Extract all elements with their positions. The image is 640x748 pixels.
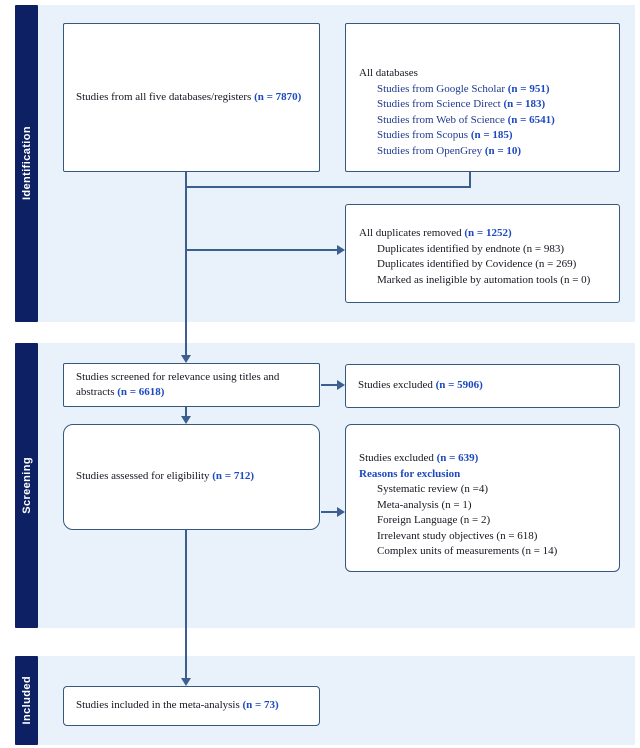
duplicates-title-label: All duplicates removed <box>359 227 465 239</box>
included-label: Studies included in the meta-analysis <box>76 699 243 712</box>
arrow-right-to-duplicates <box>337 245 345 255</box>
excluded-box: Studies excluded (n = 5906) <box>345 364 620 408</box>
all-databases-box: All databases Studies from Google Schola… <box>345 23 620 172</box>
databases-total-box: Studies from all five databases/register… <box>63 23 320 172</box>
flow-connector-main-3 <box>185 530 187 679</box>
reason-item: Meta-analysis (n = 1) <box>377 498 472 511</box>
all-databases-title: All databases <box>359 67 418 79</box>
reasons-title-n: (n = 639) <box>436 452 479 464</box>
excluded-text: Studies excluded (n = 5906) <box>358 378 611 394</box>
duplicates-item: Marked as ineligible by automation tools… <box>377 273 591 286</box>
screened-box: Studies screened for relevance using tit… <box>63 363 320 407</box>
stage-bar-included: Included <box>15 656 38 745</box>
stage-label-screening: Screening <box>20 457 33 514</box>
database-item-n: (n = 6541) <box>507 113 555 126</box>
flow-connector-to-excluded <box>321 384 337 386</box>
screened-label: Studies screened for relevance using tit… <box>76 370 280 399</box>
databases-total-label: Studies from all five databases/register… <box>76 90 255 103</box>
database-item: Studies from Scopus (n = 185) <box>359 128 611 144</box>
database-item-label: Studies from Scopus <box>377 129 471 141</box>
duplicates-item: Duplicates identified by endnote (n = 98… <box>377 242 565 255</box>
screened-text: Studies screened for relevance using tit… <box>76 370 309 401</box>
database-item: Studies from Science Direct (n = 183) <box>359 97 611 113</box>
database-item-n: (n = 183) <box>503 98 546 110</box>
flow-connector-databases-stub <box>469 172 471 188</box>
duplicates-title: All duplicates removed (n = 1252) <box>359 226 611 242</box>
included-box: Studies included in the meta-analysis (n… <box>63 686 320 726</box>
flow-connector-main-1 <box>185 172 187 356</box>
database-item-label: Studies from Google Scholar <box>377 82 508 95</box>
arrow-down-to-assessed <box>181 416 191 424</box>
stage-label-identification: Identification <box>20 126 33 201</box>
reason-item: Systematic review (n =4) <box>377 483 488 495</box>
database-item-n: (n = 185) <box>470 129 513 141</box>
databases-total-n: (n = 7870) <box>254 90 302 103</box>
flow-connector-to-duplicates <box>185 249 337 251</box>
database-item-label: Studies from OpenGrey <box>377 144 485 157</box>
excluded-n: (n = 5906) <box>435 379 483 392</box>
excluded-label: Studies excluded <box>358 379 436 392</box>
exclusion-reasons-box: Studies excluded (n = 639) Reasons for e… <box>345 424 620 572</box>
reason-item: Irrelevant study objectives (n = 618) <box>377 529 538 542</box>
database-item-label: Studies from Web of Science <box>377 113 508 126</box>
assessed-label: Studies assessed for eligibility <box>76 470 213 483</box>
arrow-down-to-screened <box>181 355 191 363</box>
flow-connector-to-reasons <box>321 511 337 513</box>
reason-item: Foreign Language (n = 2) <box>377 514 491 526</box>
databases-total-text: Studies from all five databases/register… <box>76 90 309 106</box>
stage-label-included: Included <box>20 676 33 725</box>
database-item-n: (n = 951) <box>507 82 550 95</box>
arrow-right-to-reasons <box>337 507 345 517</box>
duplicates-item: Duplicates identified by Covidence (n = … <box>377 258 577 270</box>
database-item: Studies from Google Scholar (n = 951) <box>359 82 611 98</box>
included-text: Studies included in the meta-analysis (n… <box>76 698 309 714</box>
database-item-n: (n = 10) <box>484 144 522 157</box>
stage-bar-identification: Identification <box>15 5 38 322</box>
reasons-subtitle: Reasons for exclusion <box>359 467 461 480</box>
reason-item: Complex units of measurements (n = 14) <box>377 545 558 557</box>
flow-connector-join <box>186 186 471 188</box>
reasons-title-label: Studies excluded <box>359 452 437 464</box>
arrow-right-to-excluded <box>337 380 345 390</box>
reasons-title: Studies excluded (n = 639) <box>359 451 611 467</box>
included-n: (n = 73) <box>242 699 279 712</box>
assessed-box: Studies assessed for eligibility (n = 71… <box>63 424 320 530</box>
duplicates-box: All duplicates removed (n = 1252) Duplic… <box>345 204 620 303</box>
database-item-label: Studies from Science Direct <box>377 98 504 110</box>
arrow-down-to-included <box>181 678 191 686</box>
database-item: Studies from OpenGrey (n = 10) <box>359 144 611 160</box>
stage-bar-screening: Screening <box>15 343 38 628</box>
assessed-text: Studies assessed for eligibility (n = 71… <box>76 469 309 485</box>
screened-n: (n = 6618) <box>117 386 165 398</box>
duplicates-title-n: (n = 1252) <box>464 227 512 239</box>
flow-connector-main-2 <box>185 407 187 417</box>
database-item: Studies from Web of Science (n = 6541) <box>359 113 611 129</box>
assessed-n: (n = 712) <box>212 470 254 483</box>
